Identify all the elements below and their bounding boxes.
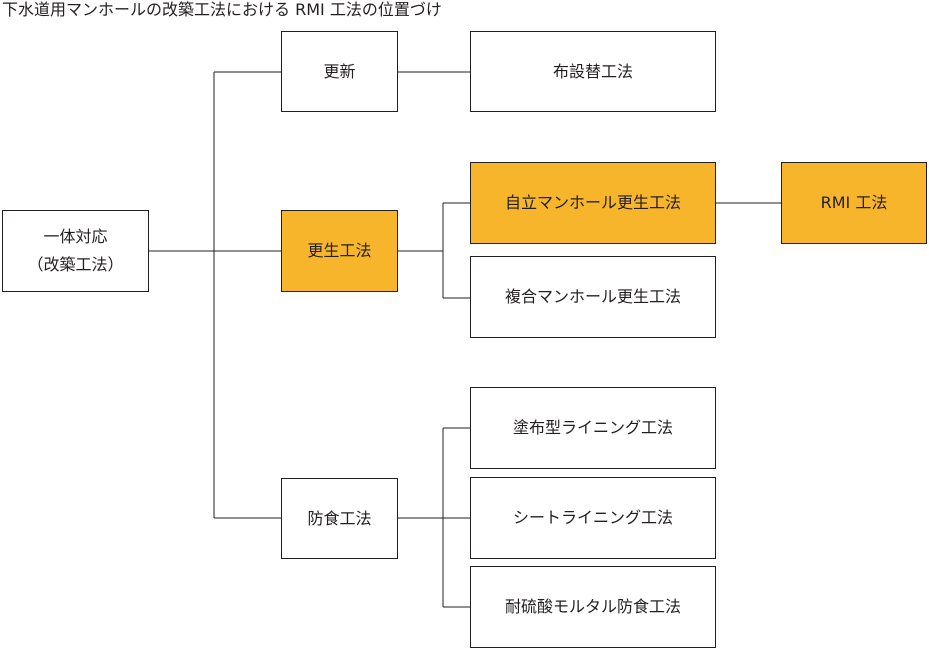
rmi-node: RMI 工法 — [781, 162, 927, 244]
renewal-node-label: 更新 — [323, 61, 356, 81]
relay-node: 布設替工法 — [470, 31, 716, 112]
self-supporting-node-label: 自立マンホール更生工法 — [504, 193, 681, 212]
rehab-node-label: 更生工法 — [307, 241, 372, 260]
anticorrosion-node-label: 防食工法 — [307, 508, 372, 528]
mortar-node-label: 耐硫酸モルタル防食工法 — [504, 597, 681, 616]
root-node: 一体対応 （改築工法） — [2, 210, 149, 292]
composite-node: 複合マンホール更生工法 — [470, 256, 716, 338]
sheet-node: シートライニング工法 — [470, 477, 716, 559]
coating-node: 塗布型ライニング工法 — [470, 387, 716, 469]
renewal-node: 更新 — [281, 31, 398, 112]
rehab-node: 更生工法 — [281, 210, 398, 292]
root-node-label-line2: （改築工法） — [27, 255, 124, 274]
composite-node-label: 複合マンホール更生工法 — [504, 287, 681, 306]
anticorrosion-node: 防食工法 — [281, 478, 398, 559]
rmi-node-label: RMI 工法 — [820, 193, 888, 212]
mortar-node: 耐硫酸モルタル防食工法 — [470, 566, 716, 648]
self-supporting-node: 自立マンホール更生工法 — [470, 162, 716, 244]
diagram-title: 下水道用マンホールの改築工法における RMI 工法の位置づけ — [2, 0, 442, 19]
sheet-node-label: シートライニング工法 — [512, 508, 673, 527]
relay-node-label: 布設替工法 — [552, 61, 633, 81]
coating-node-label: 塗布型ライニング工法 — [512, 418, 673, 437]
root-node-label-line1: 一体対応 — [43, 227, 108, 246]
